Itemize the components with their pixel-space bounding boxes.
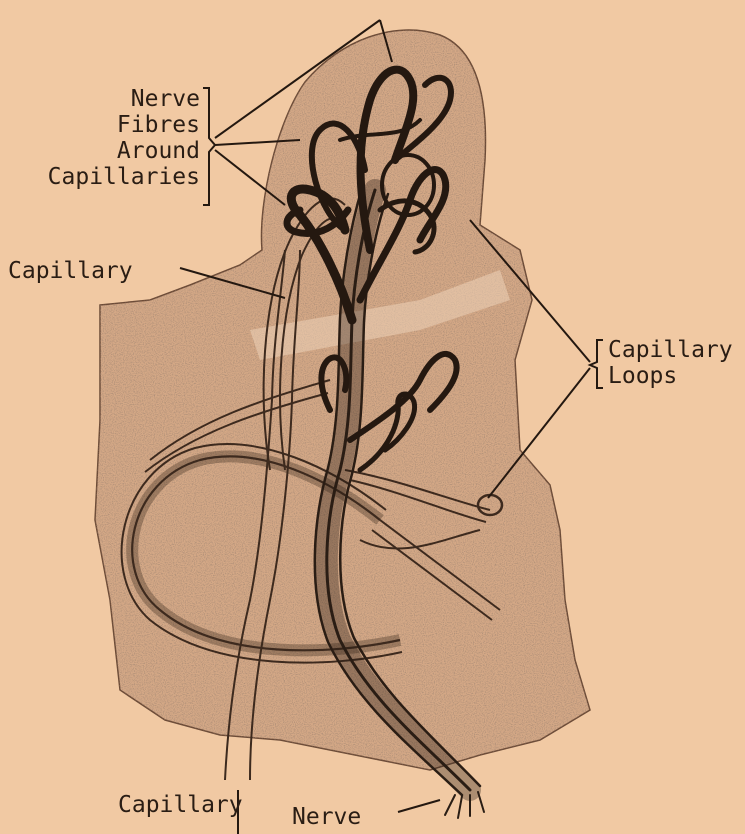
label-capillary-upper: Capillary	[8, 258, 133, 284]
bracket-capillary-loops	[590, 340, 603, 388]
label-nerve-fibres-line-3: Around	[40, 138, 200, 164]
bracket-nerve-fibres	[203, 88, 215, 205]
label-capillary-loops-line-2: Loops	[608, 363, 733, 389]
label-nerve-fibres: Nerve Fibres Around Capillaries	[40, 86, 200, 190]
leader-nerve	[398, 800, 440, 812]
label-nerve-fibres-line-4: Capillaries	[40, 164, 200, 190]
label-capillary-lower: Capillary	[118, 792, 243, 818]
label-capillary-loops: Capillary Loops	[608, 337, 733, 389]
label-nerve-fibres-line-1: Nerve	[40, 86, 200, 112]
label-capillary-loops-line-1: Capillary	[608, 337, 733, 363]
label-nerve: Nerve	[292, 804, 361, 830]
label-nerve-fibres-line-2: Fibres	[40, 112, 200, 138]
